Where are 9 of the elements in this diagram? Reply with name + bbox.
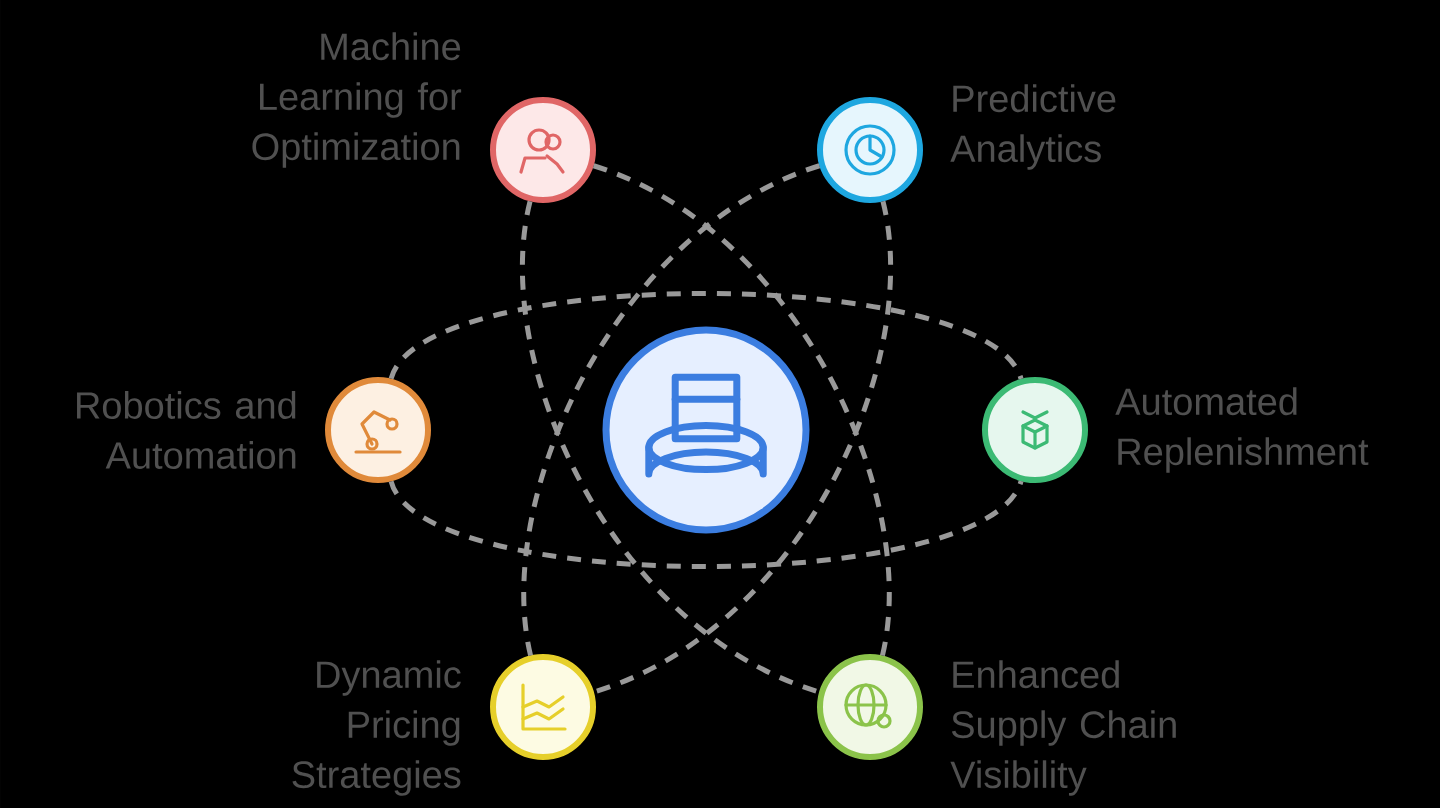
node-label: Predictive Analytics (950, 84, 1116, 170)
dashed-line (389, 291, 1024, 381)
node-label: Dynamic Pricing Strategies (292, 660, 461, 796)
node-label: Robotics and Automation (77, 391, 296, 469)
node-label: Automated Replenishment (1115, 387, 1369, 473)
node-label: Machine Learning for Optimization (252, 32, 462, 168)
icon-circle (602, 326, 810, 534)
node-label: Enhanced Supply Chain Visibility (950, 660, 1176, 796)
dashed-line (389, 479, 1024, 569)
